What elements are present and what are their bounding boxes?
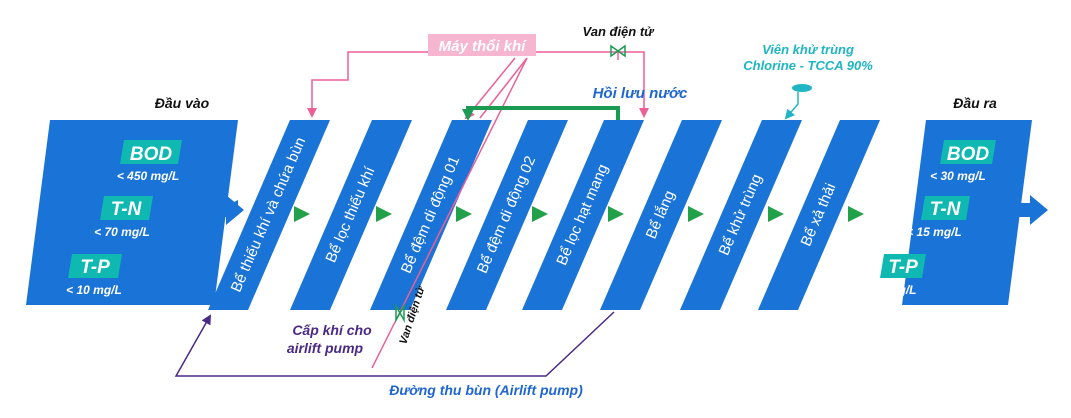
input-param-bod: BOD < 450 mg/L	[117, 140, 182, 183]
input-title: Đầu vào	[155, 95, 210, 111]
input-block: Đầu vào BOD < 450 mg/L T-N < 70 mg/L T-P…	[26, 95, 244, 305]
output-param-tp: T-P < 3 mg/L	[867, 254, 926, 297]
input-param-name: T-P	[80, 257, 110, 278]
flow-arrows	[294, 206, 864, 222]
input-param-value: < 450 mg/L	[117, 169, 179, 183]
input-param-name: T-N	[111, 199, 143, 220]
recirculation-line	[462, 106, 620, 121]
output-arrow	[1010, 195, 1048, 225]
recirculation-label: Hồi lưu nước	[593, 85, 688, 102]
sludge-return-line	[174, 311, 615, 377]
input-param-name: BOD	[130, 144, 173, 165]
air-blower: Máy thổi khí	[428, 34, 536, 56]
disinfectant-feeder	[784, 84, 812, 120]
output-param-value: < 30 mg/L	[930, 169, 986, 183]
flow-arrow	[532, 206, 548, 222]
input-param-tp: T-P < 10 mg/L	[66, 254, 122, 297]
valve-top-icon	[610, 44, 626, 58]
flow-arrow	[688, 206, 704, 222]
output-param-bod: BOD < 30 mg/L	[930, 140, 996, 183]
flow-arrow	[456, 206, 472, 222]
output-param-value: < 15 mg/L	[906, 225, 962, 239]
airlift-label-line2: airlift pump	[287, 340, 364, 356]
output-param-name: BOD	[947, 144, 990, 165]
output-title: Đầu ra	[953, 95, 997, 111]
disinfectant-label-line1: Viên khử trùng	[762, 42, 854, 57]
flow-arrow	[376, 206, 392, 222]
flow-arrow	[848, 206, 864, 222]
air-blower-label: Máy thổi khí	[439, 38, 528, 55]
sludge-return-label: Đường thu bùn (Airlift pump)	[389, 382, 583, 398]
airlift-label-line1: Cấp khí cho	[292, 322, 372, 338]
flow-arrow	[768, 206, 784, 222]
disinfectant-label-line2: Chlorine - TCCA 90%	[743, 58, 873, 73]
valve-bottom-icon	[395, 303, 405, 323]
flow-arrow	[294, 206, 310, 222]
flow-arrow	[608, 206, 624, 222]
output-param-tn: T-N < 15 mg/L	[906, 196, 970, 239]
output-param-name: T-N	[930, 199, 962, 220]
output-block: Đầu ra BOD < 30 mg/L T-N < 15 mg/L T-P <…	[867, 95, 1048, 305]
input-param-tn: T-N < 70 mg/L	[94, 196, 153, 239]
valve-top-label: Van điện tử	[583, 24, 656, 39]
output-param-name: T-P	[888, 257, 918, 278]
input-param-value: < 70 mg/L	[94, 225, 150, 239]
input-param-value: < 10 mg/L	[66, 283, 122, 297]
input-arrow	[198, 195, 244, 225]
output-param-value: < 3 mg/L	[867, 283, 916, 297]
